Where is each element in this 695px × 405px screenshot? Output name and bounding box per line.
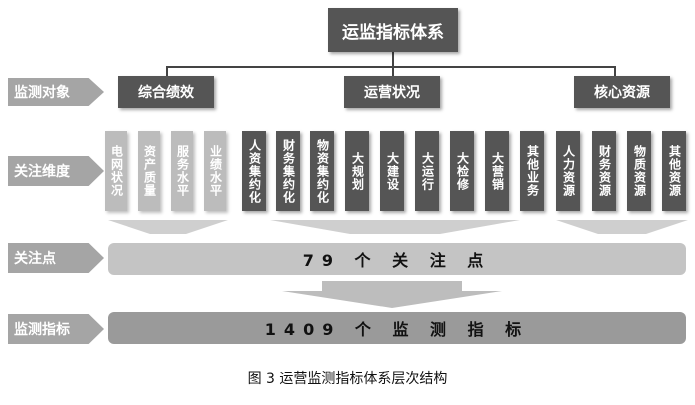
connector-to-performance: [166, 66, 168, 76]
dimension-planning: 大规划: [345, 131, 369, 211]
dimension-maintenance: 大检修: [450, 131, 474, 211]
down-arrow-resources: [556, 220, 688, 234]
category-performance: 综合绩效: [118, 76, 214, 108]
dimension-other-resources: 其他资源: [662, 131, 686, 211]
category-operations: 运营状况: [344, 76, 440, 108]
category-resources: 核心资源: [574, 76, 670, 108]
dimension-business-level: 业绩水平: [204, 131, 226, 211]
dimension-asset-quality: 资产质量: [138, 131, 160, 211]
dimension-financial-resources: 财务资源: [592, 131, 616, 211]
row-label-indicators: 监测指标: [8, 314, 104, 344]
dimension-other-business: 其他业务: [520, 131, 544, 211]
diagram-title: 运监指标体系: [328, 8, 458, 52]
dimension-finance-intensive: 财务集约化: [276, 131, 300, 211]
dimension-human-resources: 人力资源: [556, 131, 580, 211]
dimension-grid-status: 电网状况: [105, 131, 127, 211]
connector-title-down: [392, 52, 394, 66]
dimension-marketing: 大营销: [485, 131, 509, 211]
dimension-hr-intensive: 人资集约化: [242, 131, 266, 211]
figure-caption: 图 3 运营监测指标体系层次结构: [247, 371, 448, 387]
indicators-bar: 1409 个 监 测 指 标: [108, 312, 686, 344]
focus-points-bar: 79 个 关 注 点: [108, 243, 686, 275]
down-arrow-operations: [270, 220, 520, 234]
connector-horizontal-top: [166, 66, 616, 68]
dimension-material-intensive: 物资集约化: [310, 131, 334, 211]
row-label-dimensions: 关注维度: [8, 156, 104, 186]
dimension-material-resources: 物质资源: [627, 131, 651, 211]
down-arrow-performance: [108, 220, 228, 234]
dimension-service-level: 服务水平: [171, 131, 193, 211]
dimension-operation: 大运行: [415, 131, 439, 211]
connector-to-operations: [392, 66, 394, 76]
row-label-objects: 监测对象: [8, 78, 104, 106]
dimension-construction: 大建设: [380, 131, 404, 211]
connector-to-resources: [614, 66, 616, 76]
down-arrow-indicators: [282, 281, 502, 308]
row-label-focus-points: 关注点: [8, 243, 104, 273]
